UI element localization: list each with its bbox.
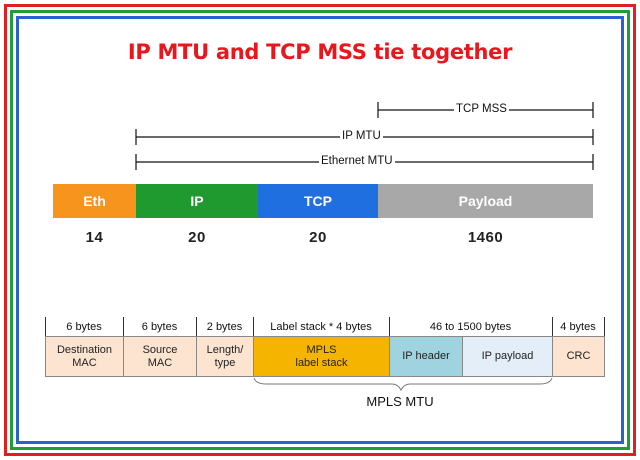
middle-green-border: [10, 10, 630, 450]
payload-segment: Payload: [378, 184, 593, 218]
ip-mtu-label: IP MTU: [340, 130, 383, 143]
crc-bytes: 4 bytes: [560, 320, 596, 333]
ip-payload-cell: IP payload: [462, 336, 553, 377]
label-stack-bytes: Label stack * 4 bytes: [270, 320, 372, 333]
mpls-mtu-label: MPLS MTU: [366, 394, 434, 409]
length-type-label: Length/ type: [206, 343, 244, 369]
eth-size: 14: [85, 229, 104, 246]
header-divider: [552, 317, 553, 336]
header-divider: [604, 317, 605, 336]
inner-blue-border: [16, 16, 624, 444]
mpls-label-stack-label: MPLS label stack: [295, 343, 348, 369]
header-divider: [253, 317, 254, 336]
mpls-label-stack-cell: MPLS label stack: [253, 336, 390, 377]
dest-mac-bytes: 6 bytes: [66, 320, 102, 333]
ethernet-mtu-label: Ethernet MTU: [319, 155, 395, 168]
header-divider: [389, 317, 390, 336]
ip-payload-label: IP payload: [481, 350, 534, 362]
header-divider: [45, 317, 46, 336]
ip-header-cell: IP header: [389, 336, 463, 377]
ip-segment-label: IP: [190, 193, 204, 209]
ip-size: 20: [188, 229, 206, 246]
tcp-size: 20: [309, 229, 327, 246]
tcp-mss-label: TCP MSS: [454, 103, 509, 116]
eth-segment-label: Eth: [83, 193, 106, 209]
eth-segment: Eth: [53, 184, 136, 218]
src-mac-label: Source MAC: [142, 343, 178, 369]
header-divider: [123, 317, 124, 336]
crc-cell: CRC: [552, 336, 605, 377]
length-type-cell: Length/ type: [196, 336, 254, 377]
diagram-title: IP MTU and TCP MSS tie together: [127, 40, 513, 64]
src-mac-cell: Source MAC: [123, 336, 197, 377]
header-divider: [196, 317, 197, 336]
payload-segment-label: Payload: [458, 193, 513, 209]
crc-label: CRC: [566, 350, 591, 362]
length-type-bytes: 2 bytes: [206, 320, 243, 333]
dest-mac-cell: Destination MAC: [45, 336, 124, 377]
ip-segment: IP: [136, 184, 258, 218]
dest-mac-label: Destination MAC: [56, 343, 113, 369]
tcp-segment-label: TCP: [304, 193, 332, 209]
ip-packet-bytes: 46 to 1500 bytes: [429, 320, 512, 333]
src-mac-bytes: 6 bytes: [141, 320, 178, 333]
tcp-segment: TCP: [258, 184, 378, 218]
ip-header-label: IP header: [402, 350, 450, 362]
outer-red-border: [4, 4, 636, 456]
payload-size: 1460: [467, 229, 504, 246]
